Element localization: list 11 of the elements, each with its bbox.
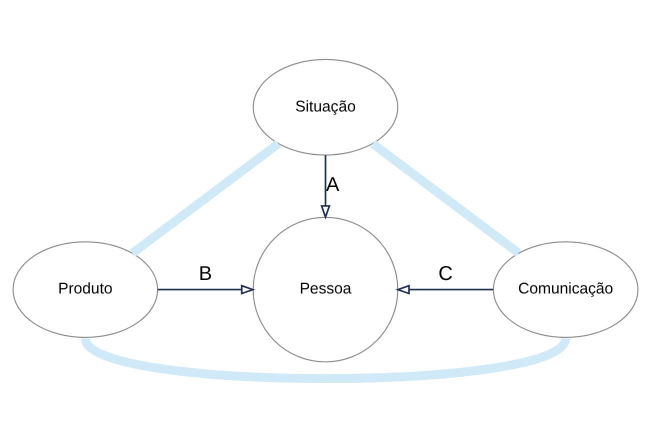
arrow (320, 154, 331, 220)
node-circle: Pessoa (252, 216, 398, 362)
node-ellipse: Situação (252, 58, 398, 156)
edge-label: C (438, 262, 453, 285)
node-ellipse: Comunicação (492, 240, 638, 338)
connector (130, 140, 281, 256)
node-ellipse: Produto (12, 240, 158, 338)
arrow (395, 284, 494, 294)
edge-label: B (198, 262, 212, 285)
connector (370, 140, 522, 256)
arrow (158, 284, 256, 294)
